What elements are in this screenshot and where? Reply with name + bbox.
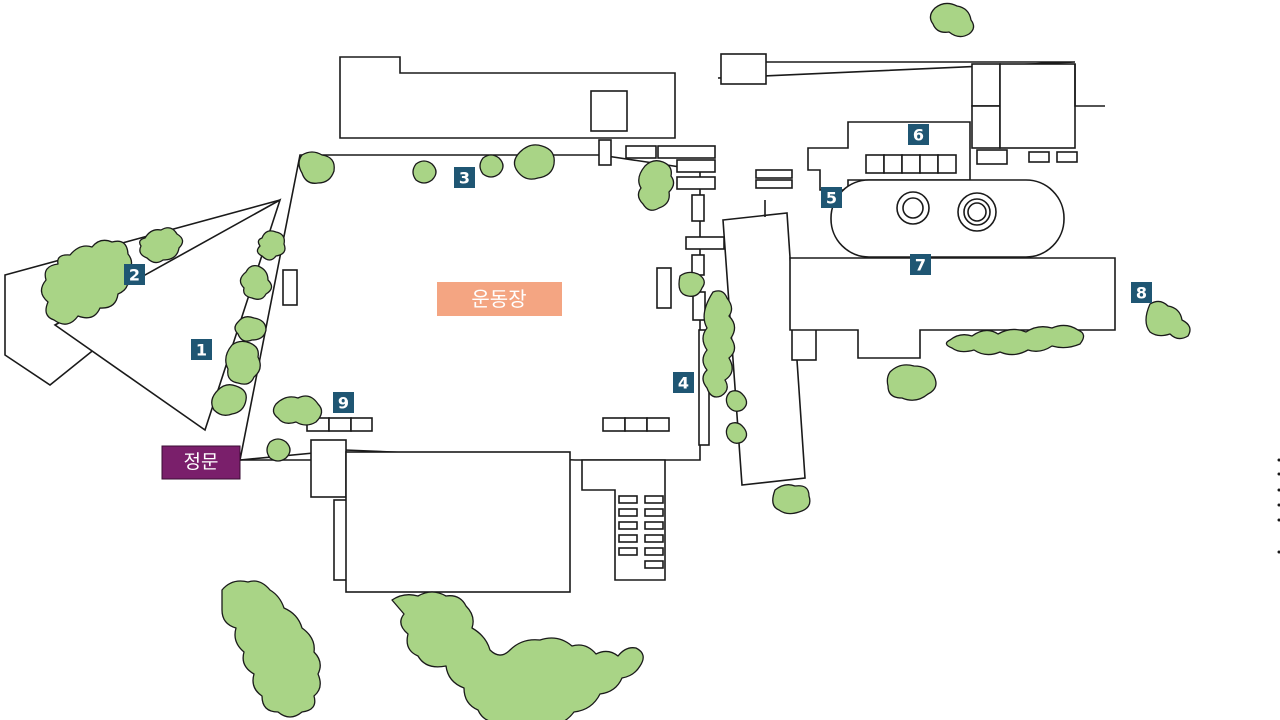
- connector-g: [691, 254, 705, 276]
- area-marker-9[interactable]: 9: [333, 392, 354, 413]
- connector-c: [676, 159, 716, 173]
- area-marker-8[interactable]: 8: [1131, 282, 1152, 303]
- tree-small-2b: [139, 227, 184, 264]
- tree-gate: [266, 438, 291, 462]
- tree-north-3: [479, 154, 504, 178]
- connector-e: [691, 194, 705, 222]
- tree-9: [272, 395, 323, 426]
- south-side-wing: [333, 499, 348, 581]
- bench-west: [282, 269, 298, 306]
- trees-layer: [40, 2, 1191, 720]
- tree-south-east: [772, 484, 811, 515]
- area-marker-3-label: 3: [459, 169, 470, 188]
- main-gate-label-bg: [161, 445, 241, 480]
- playground-label[interactable]: 운동장: [437, 282, 562, 316]
- west-field-inner: [53, 198, 282, 432]
- parking-slots: [618, 495, 664, 569]
- east-wing-building: [789, 257, 1116, 359]
- bench-row-west-3: [350, 417, 373, 432]
- tree-top-right: [929, 2, 975, 38]
- bench-row-east-2: [624, 417, 648, 432]
- south-gate-block: [310, 439, 347, 498]
- area-marker-1-label: 1: [196, 341, 207, 360]
- tree-sw-cluster: [221, 580, 321, 718]
- south-main-building: [345, 451, 571, 593]
- ne-small-3: [1056, 151, 1078, 163]
- north-building-annex: [590, 90, 628, 132]
- playground-label-text: 운동장: [471, 287, 526, 311]
- ne-garage-2: [755, 179, 793, 189]
- edge-dots: [1277, 458, 1280, 554]
- tree-north-4: [513, 144, 555, 180]
- area-marker-7[interactable]: 7: [910, 254, 931, 275]
- tree-row-w-2: [239, 264, 273, 300]
- ne-tower-b: [971, 105, 1001, 149]
- ne-round-1-inner: [902, 197, 924, 219]
- ne-row-blocks: [865, 154, 957, 174]
- area-marker-9-label: 9: [338, 394, 349, 413]
- main-gate-label-text: 정문: [184, 451, 219, 473]
- ne-curve-block: [1074, 64, 1105, 107]
- bench-row-east-3: [646, 417, 670, 432]
- ne-small-2: [1028, 151, 1050, 163]
- tree-east-row: [945, 324, 1085, 356]
- bench-row-east-1: [602, 417, 626, 432]
- tree-row-w-5: [211, 384, 247, 416]
- tree-row-w-4: [225, 340, 261, 385]
- bench-row-west-2: [328, 417, 352, 432]
- tree-north-1: [298, 151, 335, 184]
- tree-8: [1145, 300, 1191, 340]
- area-marker-6-label: 6: [913, 126, 924, 145]
- tree-north-2: [412, 160, 437, 184]
- buildings-layer: [4, 53, 1116, 593]
- ne-garage-1: [755, 169, 793, 179]
- north-connector-b: [657, 145, 716, 159]
- ne-tower-a: [971, 63, 1001, 107]
- area-marker-5[interactable]: 5: [821, 187, 842, 208]
- area-marker-5-label: 5: [826, 189, 837, 208]
- playground-label-bg: [437, 282, 562, 316]
- main-gate-label[interactable]: 정문: [161, 445, 241, 480]
- north-small-block: [598, 139, 612, 166]
- connector-f: [685, 236, 725, 250]
- north-connector-a: [625, 145, 657, 159]
- tree-east-3: [725, 422, 748, 444]
- bench-east: [656, 267, 672, 309]
- area-marker-2-label: 2: [129, 266, 140, 285]
- connector-d: [676, 176, 716, 190]
- tree-ne-corner: [637, 160, 675, 211]
- ne-round-2-inner: [967, 202, 987, 222]
- tree-east-1: [678, 271, 705, 297]
- area-marker-1[interactable]: 1: [191, 339, 212, 360]
- area-marker-4[interactable]: 4: [673, 372, 694, 393]
- tree-cluster-2: [40, 239, 133, 325]
- area-marker-2[interactable]: 2: [124, 264, 145, 285]
- ne-small-1: [976, 149, 1008, 165]
- tree-east-south: [886, 364, 937, 401]
- area-marker-7-label: 7: [915, 256, 926, 275]
- area-markers: 1 2 3 4 5 6 7 8: [124, 124, 1152, 413]
- tree-row-w-1: [256, 230, 286, 261]
- area-marker-6[interactable]: 6: [908, 124, 929, 145]
- ne-corner-block: [720, 53, 767, 85]
- tree-row-w-3: [234, 316, 267, 342]
- area-marker-4-label: 4: [678, 374, 689, 393]
- tree-east-strip: [702, 290, 736, 398]
- area-marker-3[interactable]: 3: [454, 167, 475, 188]
- ne-track: [830, 179, 1065, 258]
- ne-tower-c: [999, 63, 1076, 149]
- tree-east-2: [725, 390, 748, 412]
- tree-south-cluster: [391, 591, 644, 720]
- area-marker-8-label: 8: [1136, 284, 1147, 303]
